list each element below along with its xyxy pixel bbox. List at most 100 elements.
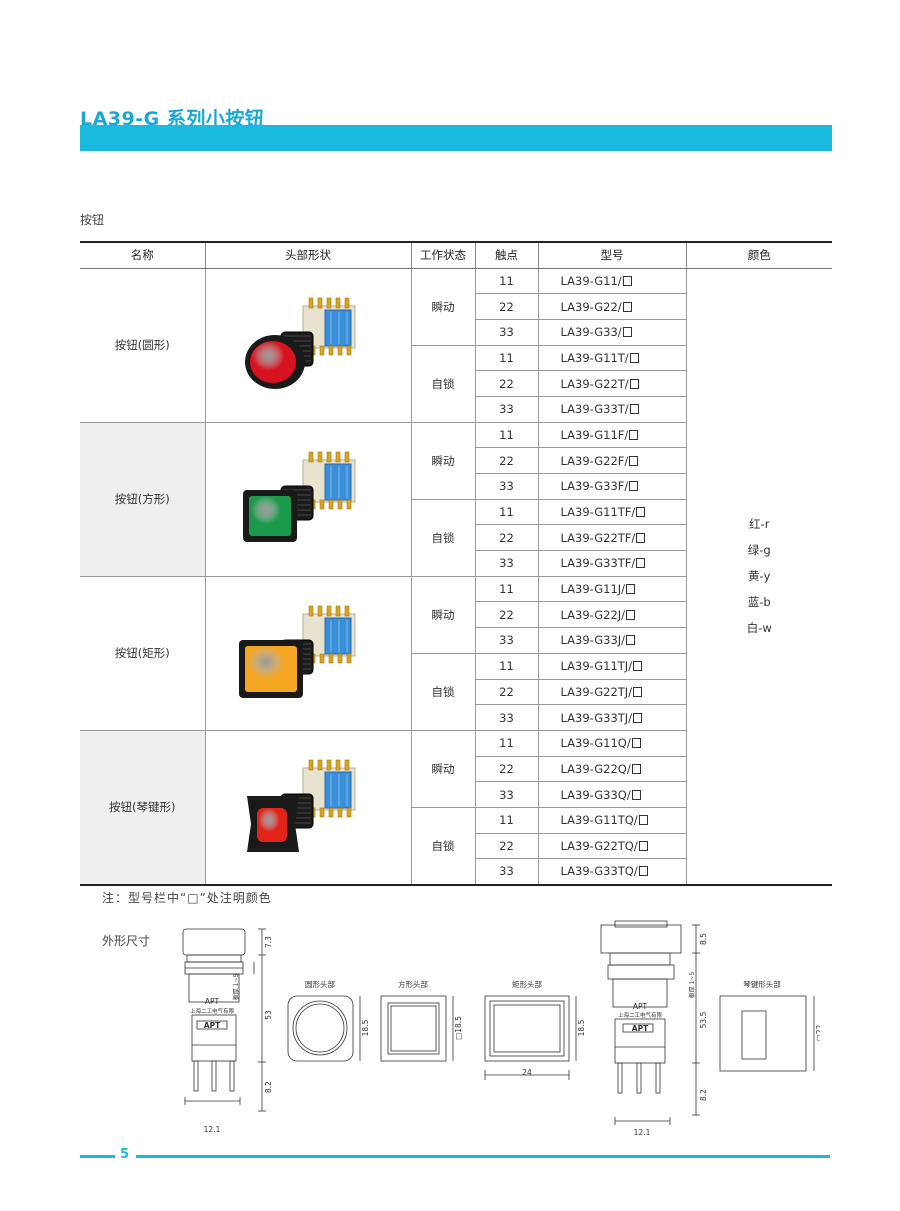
label-round-head: 圆形头部 — [305, 979, 335, 989]
product-name: 按钮(矩形) — [80, 575, 206, 731]
contacts: 33 — [474, 395, 539, 423]
model-text: LA39-G33TJ/ — [560, 710, 633, 725]
footer-line-right — [136, 1155, 830, 1158]
work-state: 自锁 — [410, 652, 476, 731]
table-row: 33 LA39-G33/ — [80, 318, 832, 346]
model-number: LA39-G22T/ — [537, 370, 687, 397]
color-placeholder-box — [636, 507, 646, 518]
rect-head-view — [484, 995, 577, 1080]
model-text: LA39-G11TJ/ — [560, 659, 633, 674]
color-placeholder-box — [638, 866, 648, 877]
color-option: 白-w — [746, 621, 772, 635]
square-head-view — [380, 995, 454, 1062]
model-text: LA39-G11F/ — [560, 427, 629, 442]
work-state: 瞬动 — [410, 729, 476, 808]
model-text: LA39-G33/ — [560, 325, 622, 340]
table-row: 33 LA39-G33F/ — [80, 473, 832, 500]
dim-right-panel: 板厚 1~5 — [688, 972, 696, 999]
dim-round: 18.5 — [361, 1019, 370, 1036]
model-text: LA39-G22Q/ — [560, 761, 631, 776]
footer-line-left — [80, 1155, 115, 1158]
work-state: 自锁 — [410, 806, 476, 886]
model-number: LA39-G22TJ/ — [537, 678, 687, 706]
dim-rect-w: 24 — [522, 1068, 532, 1077]
color-placeholder-box — [631, 789, 641, 800]
left-side-view — [182, 928, 266, 1112]
table-row: 33 LA39-G33TJ/ — [80, 704, 832, 731]
color-placeholder-box — [629, 352, 639, 363]
contacts: 33 — [474, 627, 539, 654]
table-header-row: 名称 头部形状 工作状态 触点 型号 颜色 — [80, 241, 832, 269]
contacts: 11 — [474, 806, 539, 834]
push-button-square-icon — [243, 451, 356, 543]
page-title: LA39-G 系列小按钮 — [80, 108, 265, 130]
label-rect-head: 矩形头部 — [512, 979, 542, 989]
product-image — [204, 729, 412, 886]
push-button-key-icon — [247, 759, 356, 853]
model-text: LA39-G22J/ — [560, 607, 626, 622]
work-state: 自锁 — [410, 498, 476, 577]
color-placeholder-box — [633, 686, 643, 697]
model-text: LA39-G33F/ — [560, 479, 629, 494]
color-placeholder-box — [622, 275, 632, 286]
model-number: LA39-G11F/ — [537, 421, 687, 449]
header-shape: 头部形状 — [204, 241, 412, 269]
color-placeholder-box — [622, 327, 632, 338]
contacts: 11 — [474, 421, 539, 449]
product-name: 按钮(圆形) — [80, 267, 206, 423]
color-placeholder-box — [633, 712, 643, 723]
color-placeholder-box — [638, 815, 648, 826]
dim-right-top: 8.5 — [699, 933, 708, 945]
contacts: 11 — [474, 652, 539, 680]
color-option: 红-r — [749, 517, 770, 531]
push-button-rect-icon — [239, 606, 356, 699]
model-number: LA39-G33Q/ — [537, 781, 687, 808]
brand-plate-left: APT — [204, 1021, 221, 1030]
header-color: 颜色 — [685, 241, 832, 269]
model-number: LA39-G11TJ/ — [537, 652, 687, 680]
model-number: LA39-G22TQ/ — [537, 832, 687, 860]
dim-right-height: 53.5 — [699, 1011, 708, 1028]
contacts: 33 — [474, 704, 539, 731]
model-text: LA39-G11TF/ — [560, 505, 636, 520]
model-number: LA39-G11/ — [537, 267, 687, 295]
work-state: 瞬动 — [410, 575, 476, 654]
brand-text-right: 上海二工电气有限 — [618, 1011, 663, 1019]
section-label: 按钮 — [80, 213, 105, 227]
model-number: LA39-G33T/ — [537, 395, 687, 423]
header-state: 工作状态 — [410, 241, 476, 269]
product-image — [204, 575, 412, 731]
model-text: LA39-G11TQ/ — [560, 813, 638, 828]
product-image — [204, 421, 412, 577]
product-image — [204, 267, 412, 423]
contacts: 33 — [474, 318, 539, 346]
title-bar — [80, 125, 832, 151]
model-text: LA39-G11T/ — [560, 350, 629, 365]
model-text: LA39-G22TF/ — [560, 530, 636, 545]
brand-text-left: 上海二工电气有限 — [190, 1007, 235, 1015]
brand-mark-left: APT — [205, 997, 220, 1006]
model-number: LA39-G33/ — [537, 318, 687, 346]
header-name: 名称 — [80, 241, 206, 269]
contacts: 33 — [474, 473, 539, 500]
color-placeholder-box — [629, 378, 639, 389]
dim-key: □22 — [815, 1024, 820, 1041]
model-number: LA39-G22J/ — [537, 601, 687, 629]
color-placeholder-box — [629, 404, 639, 415]
model-text: LA39-G33TQ/ — [560, 864, 638, 879]
right-side-view — [600, 920, 700, 1125]
contacts: 22 — [474, 293, 539, 320]
model-text: LA39-G22TQ/ — [560, 838, 638, 853]
contacts: 11 — [474, 344, 539, 372]
contacts: 22 — [474, 524, 539, 552]
dim-square: □18.5 — [454, 1016, 463, 1040]
contacts: 33 — [474, 781, 539, 808]
color-placeholder-box — [638, 840, 648, 851]
